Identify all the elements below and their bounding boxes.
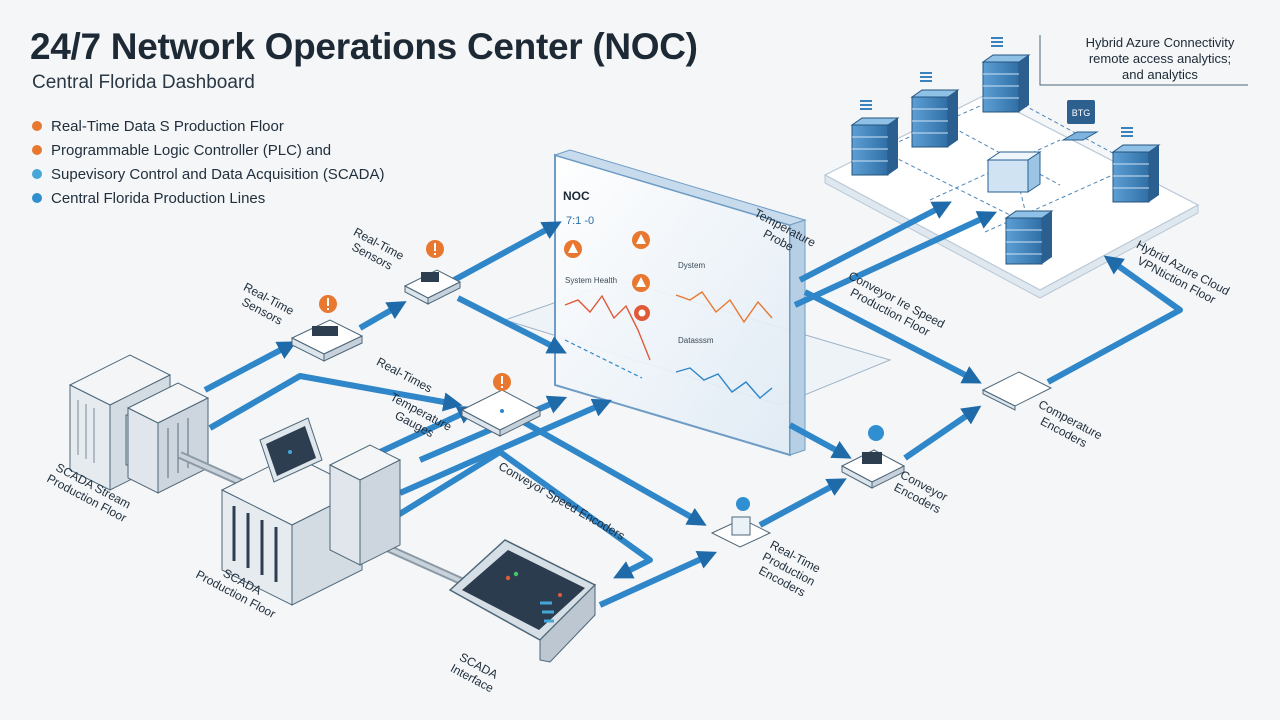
legend-item: Real-Time Data S Production Floor xyxy=(32,114,385,138)
encoder-hub-icon xyxy=(710,516,772,548)
server-icon xyxy=(981,37,1031,113)
label-real-times: Real-Times xyxy=(374,355,434,396)
datastream-trend-line xyxy=(675,367,773,399)
sensor-icon xyxy=(290,319,364,362)
flow-arrow xyxy=(758,478,847,528)
flow-arrows xyxy=(203,201,1183,608)
server-icon xyxy=(1111,127,1161,203)
cloud-note-line: Hybrid Azure Connectivity xyxy=(1085,35,1235,50)
health-trend-line xyxy=(564,294,651,361)
cloud-hub-cube-icon xyxy=(986,151,1042,193)
cloud-links xyxy=(879,94,1136,233)
hmi-panel-icon xyxy=(259,417,323,483)
scada-interface-panel xyxy=(448,539,597,663)
legend-dot-icon xyxy=(32,145,42,155)
legend-dot-icon xyxy=(32,121,42,131)
system-trend-line xyxy=(675,291,773,324)
page-title: 24/7 Network Operations Center (NOC) xyxy=(30,26,698,67)
monitor-panel-label: System Health xyxy=(565,276,617,285)
legend-label: Real-Time Data S Production Floor xyxy=(51,117,284,135)
alert-icon xyxy=(426,240,444,258)
page-subtitle: Central Florida Dashboard xyxy=(32,72,255,93)
flow-arrow xyxy=(203,341,297,393)
legend-dot-icon xyxy=(32,169,42,179)
label-conveyor-speed-enc: Conveyor Speed Encoders xyxy=(496,459,627,543)
flow-arrow xyxy=(903,405,982,461)
monitor-title: NOC xyxy=(563,189,590,203)
legend-item: Supevisory Control and Data Acquisition … xyxy=(32,162,385,186)
status-icon xyxy=(868,425,884,441)
plc-rack-icon xyxy=(126,382,210,494)
label-line: Conveyor Speed Encoders xyxy=(496,459,628,543)
alert-icon xyxy=(319,295,337,313)
legend-label: Central Florida Production Lines xyxy=(51,189,266,207)
label-line: Real-Times xyxy=(374,354,435,396)
server-icon xyxy=(1004,210,1054,265)
encoder-icon xyxy=(840,449,906,489)
cloud-note-line: remote access analytics; xyxy=(1088,51,1232,66)
legend: Real-Time Data S Production Floor Progra… xyxy=(32,114,385,210)
alert-icon xyxy=(493,373,511,391)
cloud-note-line: and analytics xyxy=(1122,67,1198,82)
analytics-badge-icon: BTG xyxy=(1061,100,1099,141)
server-icon xyxy=(910,72,960,148)
monitor-reading: 7:1 -0 xyxy=(566,215,594,227)
legend-label: Programmable Logic Controller (PLC) and xyxy=(51,141,332,159)
flow-arrow xyxy=(798,201,952,283)
legend-item: Central Florida Production Lines xyxy=(32,186,385,210)
analytics-badge-text: BTG xyxy=(1072,108,1091,118)
plc-rack-icon xyxy=(328,444,402,566)
temperature-gauge-icon xyxy=(460,389,542,437)
warning-icon xyxy=(564,240,582,258)
cloud-note: Hybrid Azure Connectivity remote access … xyxy=(1062,35,1258,83)
status-icon xyxy=(736,497,750,511)
flow-arrow xyxy=(788,422,852,459)
monitor-panel-label: Dystem xyxy=(678,261,705,270)
legend-dot-icon xyxy=(32,193,42,203)
monitor-panel-label: Datasssm xyxy=(678,336,714,345)
flow-arrow xyxy=(598,551,717,608)
flow-arrow xyxy=(518,417,707,526)
alert-icon xyxy=(634,305,650,321)
flow-arrow xyxy=(443,221,562,288)
sensor-icon xyxy=(403,269,462,305)
flow-arrow xyxy=(456,295,567,354)
legend-label: Supevisory Control and Data Acquisition … xyxy=(51,165,385,183)
server-icon xyxy=(850,100,900,176)
flow-arrow xyxy=(358,301,407,331)
legend-item: Programmable Logic Controller (PLC) and xyxy=(32,138,385,162)
warning-icon xyxy=(632,274,650,292)
plc-rack-icon xyxy=(68,354,172,491)
warning-icon xyxy=(632,231,650,249)
noc-monitor: NOC 7:1 -0 System Health Dystem Datasssm xyxy=(503,149,892,457)
